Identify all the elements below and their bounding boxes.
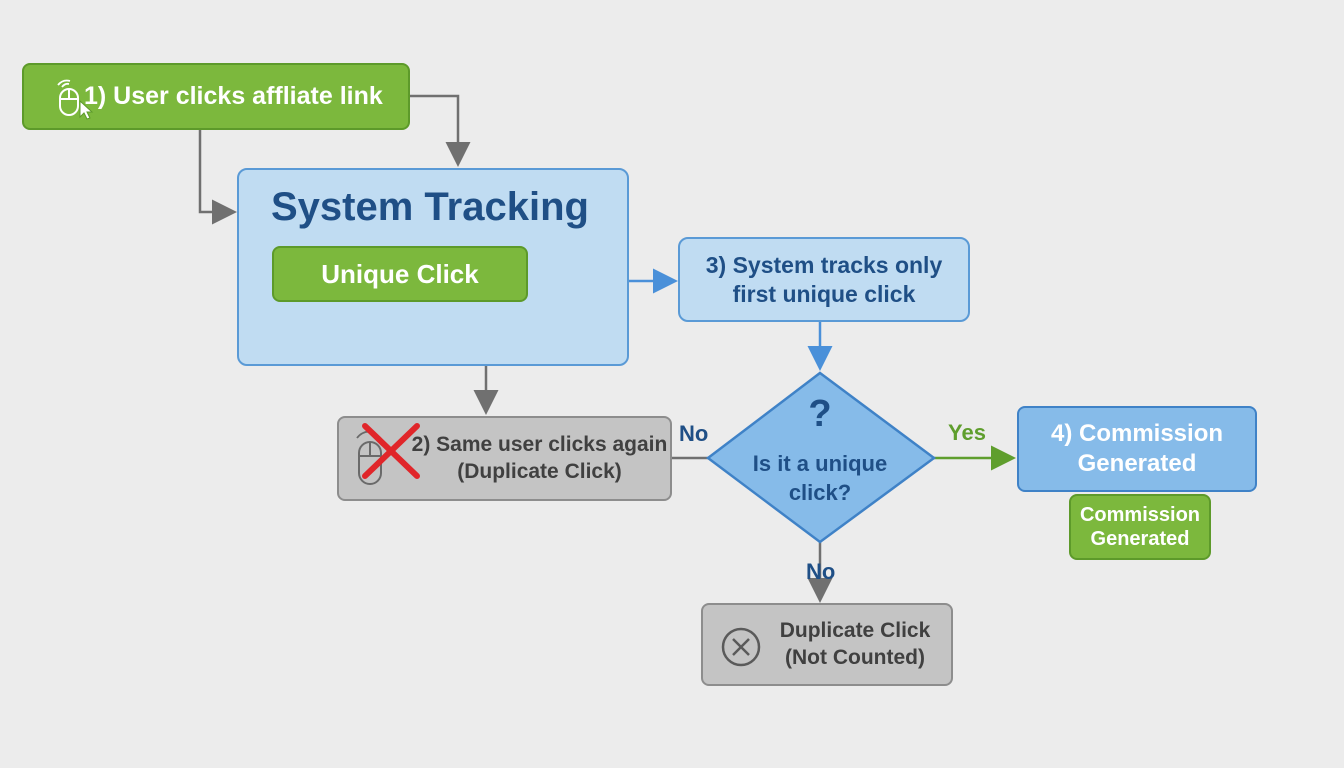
mouse-click-icon [54, 77, 98, 121]
mouse-crossed-icon [351, 422, 423, 494]
commission-badge-line1: Commission [1079, 504, 1201, 526]
commission-badge-line2: Generated [1090, 528, 1190, 550]
step1-label: 1) User clicks affliate link [84, 81, 383, 110]
duplicate-line1: Duplicate Click [779, 619, 931, 643]
step4-line1: 4) Commission [1050, 420, 1224, 447]
circle-x-icon [719, 625, 763, 669]
step4-node: 4) Commission Generated [1017, 406, 1257, 492]
edge-label-no-left: No [679, 421, 709, 446]
decision-line2: click? [788, 479, 852, 505]
step3-node: 3) System tracks only first unique click [678, 237, 970, 322]
edge-step1-to-tracking-top [410, 94, 471, 167]
step2-node: 2) Same user clicks again (Duplicate Cli… [337, 416, 672, 501]
unique-click-label: Unique Click [321, 258, 479, 289]
commission-badge: Commission Generated [1069, 494, 1211, 560]
duplicate-not-counted-node: Duplicate Click (Not Counted) [701, 603, 953, 686]
system-tracking-title: System Tracking [271, 185, 589, 229]
decision-diamond [705, 371, 937, 544]
step3-line2: first unique click [732, 280, 916, 307]
edge-label-no-down: No [806, 559, 836, 584]
edge-label-yes: Yes [948, 420, 986, 445]
edge-step1-to-tracking-left [198, 130, 237, 225]
decision-line1: Is it a unique [752, 451, 888, 476]
system-tracking-node: System Tracking Unique Click [237, 168, 629, 366]
unique-click-node: Unique Click [272, 246, 528, 302]
decision-text: Is it a unique click? [730, 450, 910, 507]
step1-node: 1) User clicks affliate link [22, 63, 410, 130]
step2-line1: 2) Same user clicks again [411, 433, 668, 457]
duplicate-line2: (Not Counted) [785, 645, 925, 669]
step4-line2: Generated [1077, 450, 1197, 477]
decision-symbol: ? [808, 393, 832, 435]
step2-line2: (Duplicate Click) [457, 459, 622, 483]
step3-line1: 3) System tracks only [705, 251, 943, 278]
